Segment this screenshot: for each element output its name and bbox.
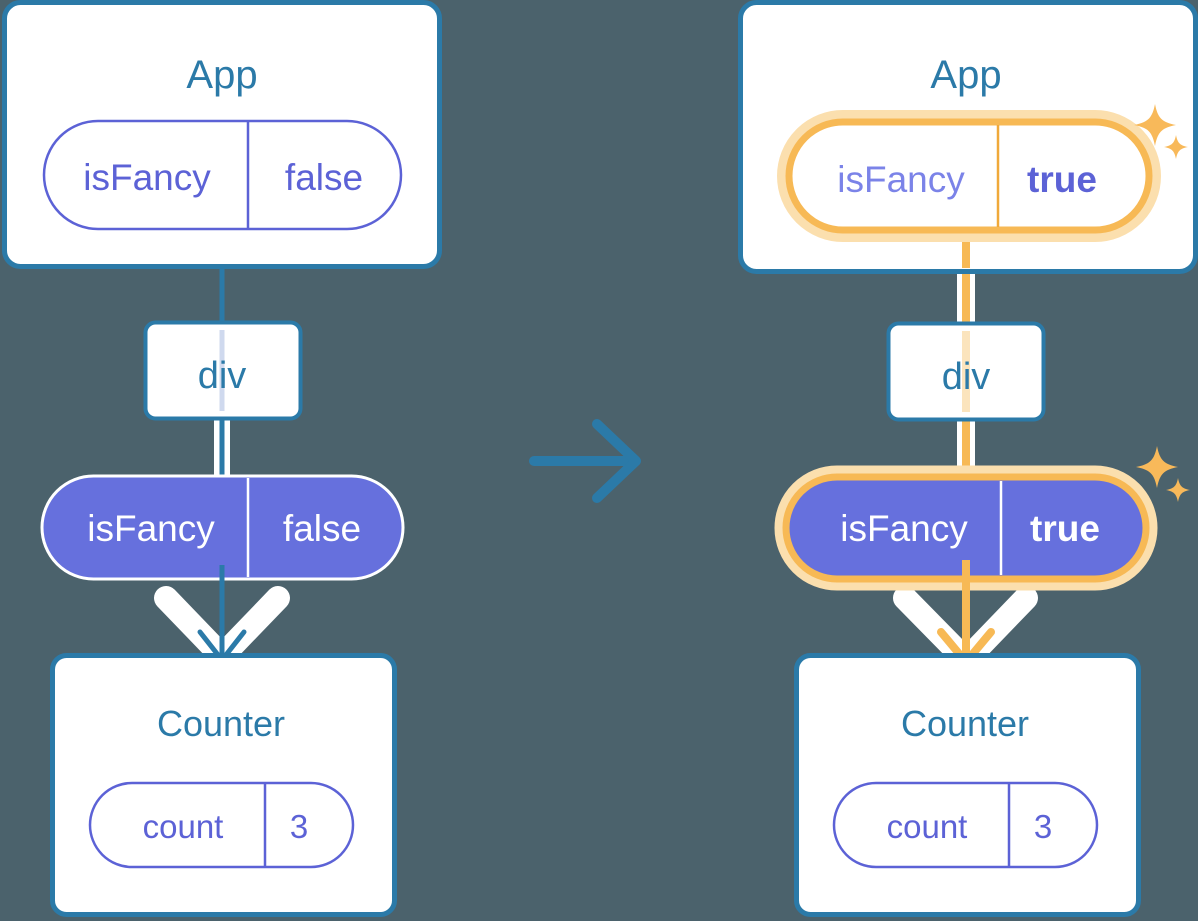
app-title: App (930, 53, 1001, 97)
counter-state-pill-key: count (887, 808, 968, 845)
panel-before: App isFancy false div isFancy false (2, 0, 442, 917)
counter-title: Counter (901, 703, 1029, 744)
transition-arrow-icon (529, 419, 641, 503)
prop-pill-key: isFancy (840, 508, 968, 549)
sparkle-small-icon (1166, 478, 1190, 502)
app-title: App (186, 53, 257, 97)
prop-pill-value: true (1030, 508, 1100, 549)
app-state-pill-key: isFancy (837, 159, 965, 200)
panel-after: App isFancy true div (738, 0, 1198, 917)
counter-state-pill (88, 781, 355, 869)
div-node-label: div (942, 356, 991, 398)
counter-state-pill-value: 3 (290, 808, 308, 845)
div-node-label: div (198, 355, 247, 397)
app-state-pill-highlight-ring (785, 118, 1153, 234)
counter-title: Counter (157, 703, 285, 744)
counter-state-pill-value: 3 (1034, 808, 1052, 845)
sparkle-large-icon (1136, 446, 1178, 488)
app-state-pill (42, 119, 403, 231)
counter-state-pill (832, 781, 1099, 869)
app-state-pill-glow (777, 110, 1161, 242)
app-state-pill-key: isFancy (83, 157, 211, 198)
app-state-pill-value: true (1027, 159, 1097, 200)
counter-state-pill-key: count (143, 808, 224, 845)
prop-pill-value: false (283, 508, 361, 549)
prop-pill-key: isFancy (87, 508, 215, 549)
app-state-pill-value: false (285, 157, 363, 198)
